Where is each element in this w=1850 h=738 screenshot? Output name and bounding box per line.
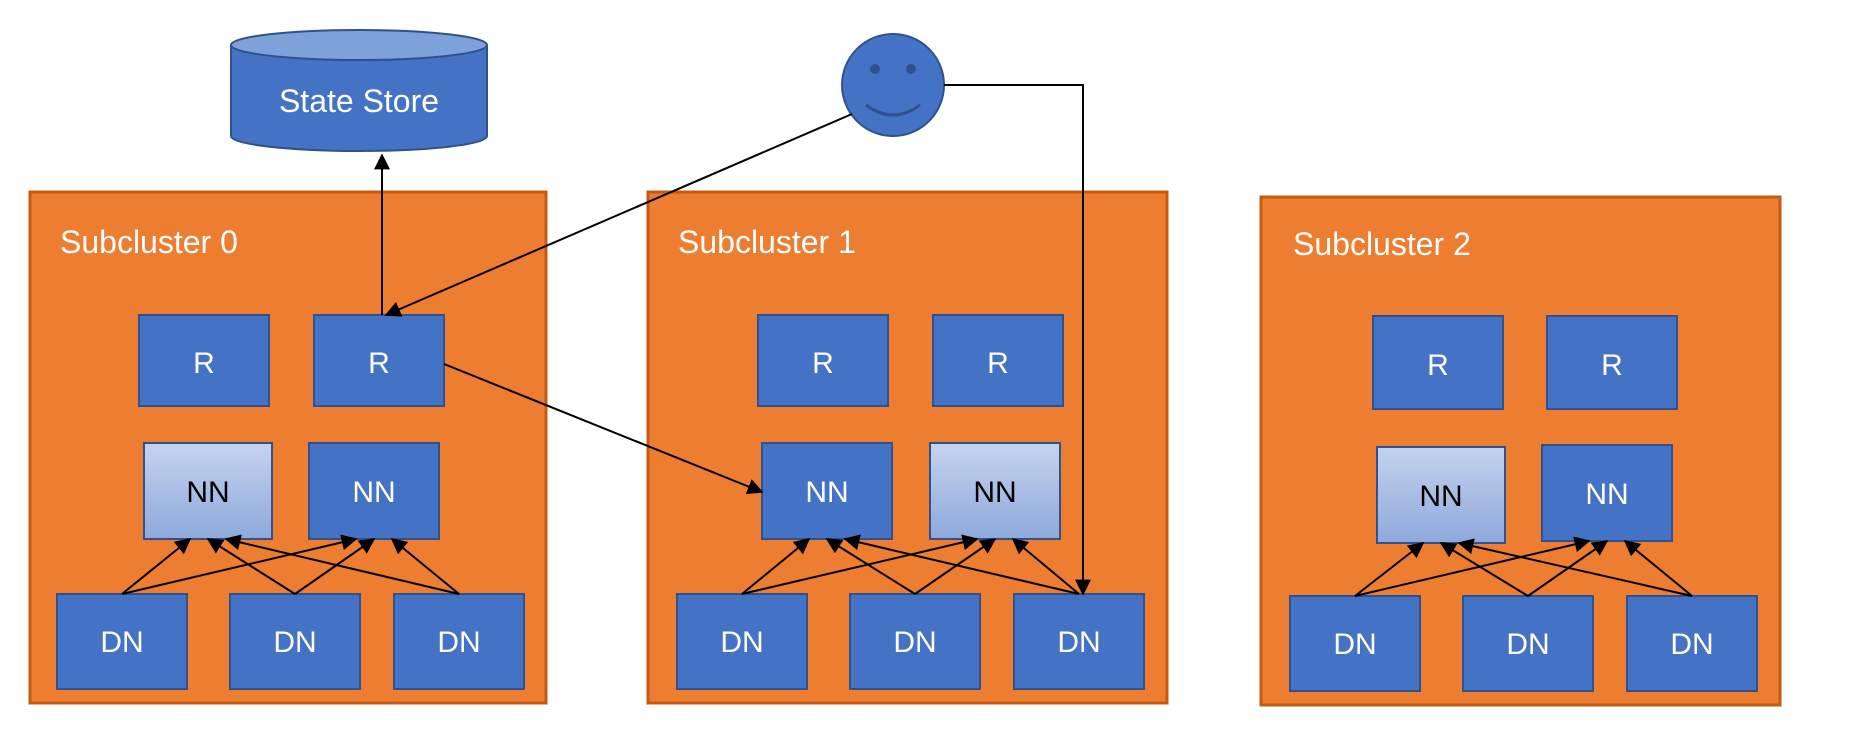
datanode-1-1-label: DN <box>893 626 936 659</box>
router-1-0-label: R <box>812 347 834 380</box>
subcluster-2: Subcluster 2 R R NN NN DN DN DN <box>1259 195 1782 707</box>
datanode-1-0 <box>676 593 808 690</box>
datanode-0-0 <box>56 593 188 690</box>
subclusters: Subcluster 0 R R NN NN DN DN DN Subclust… <box>28 190 1782 707</box>
heartbeat-arrow-1-dn2-nn1 <box>1011 537 1080 595</box>
heartbeat-arrow-1-dn1-nn0 <box>825 538 916 595</box>
heartbeat-arrow-2-dn2-nn0 <box>1457 538 1693 597</box>
namenode-2-0-label: NN <box>1419 480 1462 513</box>
state-store: State Store <box>230 29 488 152</box>
datanode-0-0-label: DN <box>100 626 143 659</box>
namenode-2-1 <box>1541 444 1673 542</box>
namenode-1-0-label: NN <box>805 476 848 509</box>
namenode-0-1-label: NN <box>352 476 395 509</box>
smiley-mouth <box>865 103 921 117</box>
subcluster-1: Subcluster 1 R R NN NN DN DN DN <box>646 190 1169 705</box>
arrow-client-to-router <box>384 113 853 317</box>
namenode-0-1 <box>308 442 440 540</box>
smiley-eye-right <box>906 64 916 74</box>
datanode-2-2-label: DN <box>1670 628 1713 661</box>
heartbeat-arrow-1-dn0-nn0 <box>741 537 811 595</box>
smiley-eye-left <box>870 64 880 74</box>
datanode-0-2-label: DN <box>437 626 480 659</box>
datanode-2-0 <box>1289 595 1421 692</box>
subcluster-1-title: Subcluster 1 <box>678 224 856 260</box>
arrow-router-to-namenode <box>443 363 764 495</box>
router-0-1 <box>313 314 445 407</box>
namenode-1-1-label: NN <box>973 476 1016 509</box>
router-1-1 <box>932 314 1064 407</box>
heartbeat-arrow-0-dn0-nn1 <box>121 534 358 595</box>
namenode-2-1-label: NN <box>1585 478 1628 511</box>
namenode-0-0-label: NN <box>186 476 229 509</box>
connection-arrows <box>121 84 1693 597</box>
router-2-1-label: R <box>1601 349 1623 382</box>
heartbeat-arrow-1-dn1-nn1 <box>914 538 997 595</box>
heartbeat-arrow-1-dn2-nn0 <box>843 534 1080 595</box>
database-top <box>230 29 488 61</box>
datanode-2-1-label: DN <box>1506 628 1549 661</box>
heartbeat-arrow-2-dn2-nn1 <box>1623 539 1693 597</box>
namenode-2-0 <box>1376 446 1506 544</box>
router-1-1-label: R <box>987 347 1009 380</box>
smiley-face-icon <box>841 33 945 137</box>
arrow-client-to-datanode <box>944 84 1091 596</box>
database-icon <box>230 45 488 152</box>
heartbeat-arrow-1-dn0-nn1 <box>741 534 979 595</box>
heartbeat-arrow-0-dn1-nn0 <box>206 538 296 595</box>
datanode-2-0-label: DN <box>1333 628 1376 661</box>
datanode-0-1-label: DN <box>273 626 316 659</box>
subcluster-0: Subcluster 0 R R NN NN DN DN DN <box>28 190 548 705</box>
heartbeat-arrow-0-dn1-nn1 <box>294 538 376 595</box>
router-2-1 <box>1546 315 1678 410</box>
namenode-0-0 <box>143 442 273 540</box>
heartbeat-arrow-2-dn0-nn1 <box>1354 536 1591 597</box>
heartbeat-arrow-0-dn2-nn1 <box>390 537 460 595</box>
namenode-1-1 <box>929 442 1061 540</box>
subcluster-0-title: Subcluster 0 <box>60 224 238 260</box>
datanode-1-0-label: DN <box>720 626 763 659</box>
heartbeat-arrow-2-dn0-nn0 <box>1354 542 1425 597</box>
datanode-1-2-label: DN <box>1057 626 1100 659</box>
router-0-0 <box>138 314 270 407</box>
router-2-0 <box>1372 315 1504 410</box>
heartbeat-arrow-2-dn1-nn0 <box>1439 542 1529 597</box>
datanode-2-2 <box>1626 595 1758 692</box>
router-0-0-label: R <box>193 347 215 380</box>
namenode-1-0 <box>761 442 893 540</box>
subcluster-2-title: Subcluster 2 <box>1293 226 1471 262</box>
client-user <box>841 33 945 137</box>
heartbeat-arrow-0-dn0-nn0 <box>121 537 192 595</box>
heartbeat-arrow-0-dn2-nn0 <box>224 534 460 595</box>
router-2-0-label: R <box>1427 349 1449 382</box>
router-1-0 <box>757 314 889 407</box>
state-store-label: State Store <box>279 83 439 119</box>
router-0-1-label: R <box>368 347 390 380</box>
